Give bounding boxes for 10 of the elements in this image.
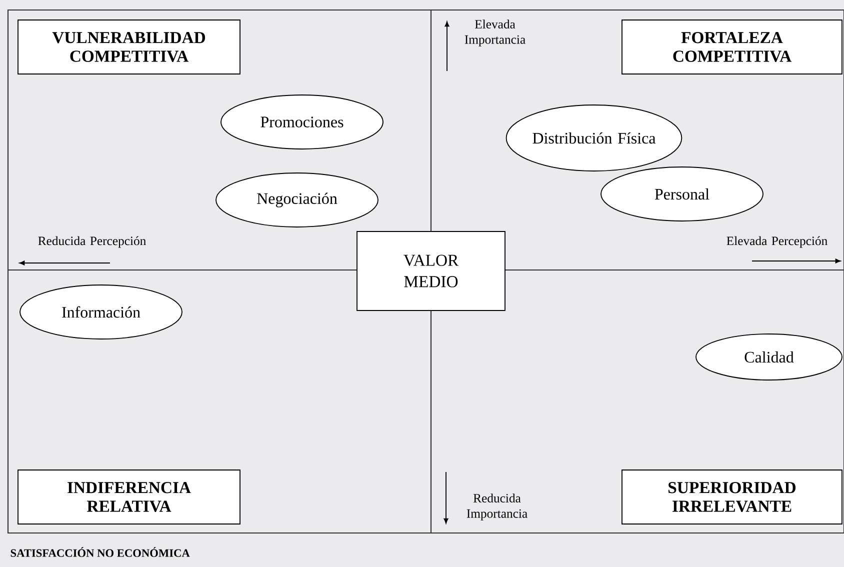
caption: SATISFACCIÓN NO ECONÓMICA [10, 547, 190, 557]
axis-label: Reducida Importancia [466, 494, 528, 520]
center-box: VALOR MEDIO [356, 231, 506, 311]
quadrant-title-box: FORTALEZA COMPETITIVA [622, 20, 842, 74]
axis-label: Elevada Importancia [464, 20, 526, 46]
quadrant-title-box: SUPERIORIDAD IRRELEVANTE [622, 470, 842, 524]
quadrant-title-box: INDIFERENCIA RELATIVA [18, 470, 240, 524]
axis-label: Reducida Percepción [38, 236, 146, 248]
quadrant-title-box: VULNERABILIDAD COMPETITIVA [18, 20, 240, 74]
axis-label: Elevada Percepción [726, 236, 828, 248]
